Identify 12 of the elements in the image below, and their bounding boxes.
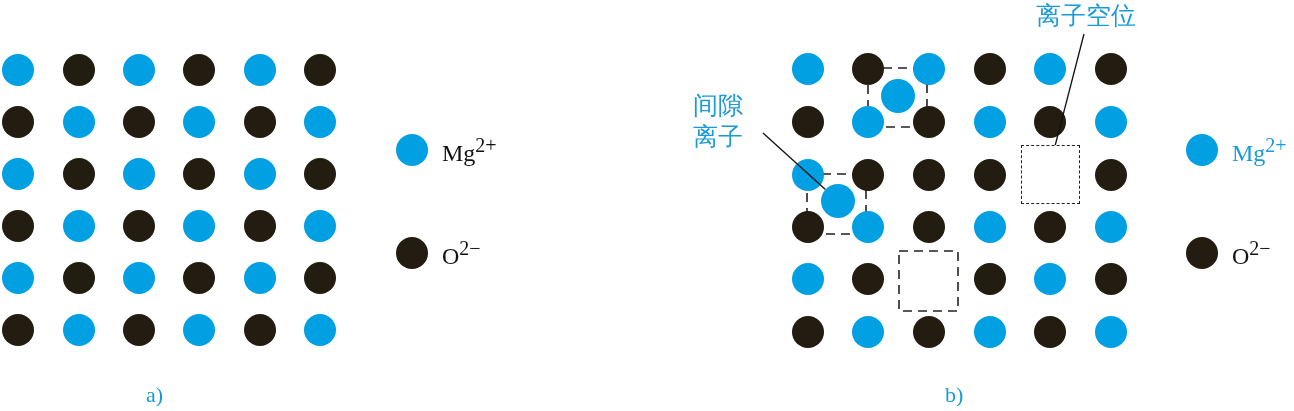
legend-label: O$^{2−}$ [1232,237,1271,270]
callout-label: 间隙离子 [693,90,755,154]
panel-label: a) [146,382,164,408]
callout-label: 离子空位 [1036,0,1148,36]
panel-label: b) [945,382,964,408]
vacancy-box [1021,145,1080,204]
leader-line [1054,33,1085,146]
leader-line [762,132,827,191]
legend-label: Mg$^{2+}$ [1232,134,1287,167]
legend-label: Mg$^{2+}$ [442,134,497,167]
interstitial-ion [821,184,855,218]
legend-label: O$^{2−}$ [442,237,481,270]
